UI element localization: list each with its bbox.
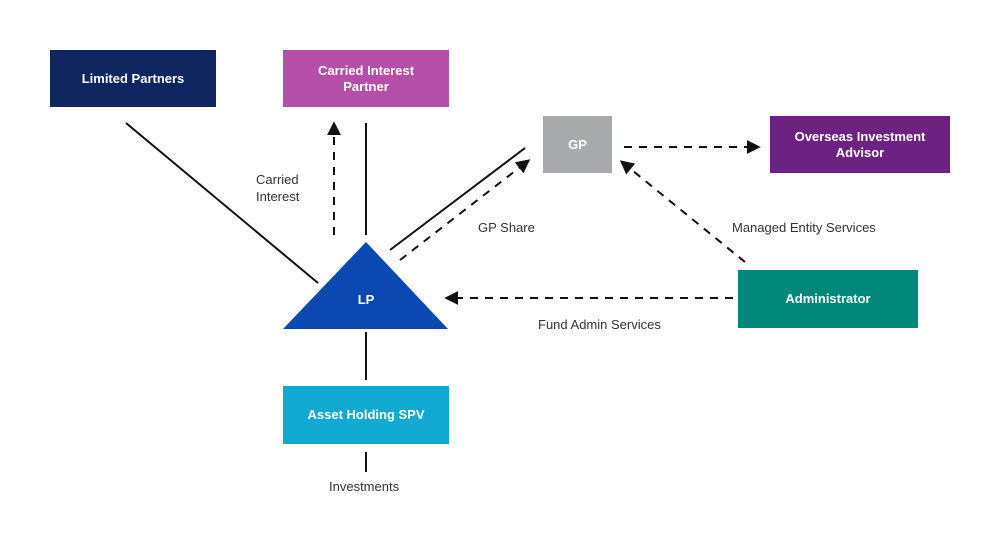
managed-entity-services-edge-label: Managed Entity Services bbox=[732, 220, 876, 235]
limited-partners-box: Limited Partners bbox=[50, 50, 216, 107]
overseas-investment-advisor-box: Overseas Investment Advisor bbox=[770, 116, 950, 173]
carried-interest-partner-box: Carried Interest Partner bbox=[283, 50, 449, 107]
arrow-gp-share bbox=[399, 159, 531, 261]
carried-interest-edge-label: Carried Interest bbox=[256, 171, 299, 205]
gp-box: GP bbox=[543, 116, 612, 173]
asset-holding-spv-label: Asset Holding SPV bbox=[307, 407, 425, 422]
carried-interest-line1: Carried bbox=[256, 172, 299, 187]
fund-admin-services-edge-label: Fund Admin Services bbox=[538, 317, 661, 332]
arrow-managed-entity-services bbox=[619, 160, 746, 263]
line-gp-to-lp bbox=[389, 147, 526, 251]
gp-label: GP bbox=[568, 136, 587, 152]
limited-partners-label: Limited Partners bbox=[81, 70, 185, 86]
carried-interest-partner-label: Carried Interest Partner bbox=[317, 62, 415, 94]
lp-label-wrap: LP bbox=[326, 288, 406, 312]
administrator-label: Administrator bbox=[785, 291, 871, 306]
lp-label: LP bbox=[357, 292, 375, 307]
gp-share-edge-label: GP Share bbox=[478, 220, 535, 235]
asset-holding-spv-box: Asset Holding SPV bbox=[283, 386, 449, 444]
investments-label: Investments bbox=[329, 479, 400, 494]
lp-triangle bbox=[283, 242, 448, 329]
carried-interest-line2: Interest bbox=[256, 189, 300, 204]
line-limited-partners-to-lp bbox=[125, 122, 319, 284]
overseas-investment-advisor-label: Overseas Investment Advisor bbox=[794, 128, 926, 160]
administrator-box: Administrator bbox=[738, 270, 918, 328]
